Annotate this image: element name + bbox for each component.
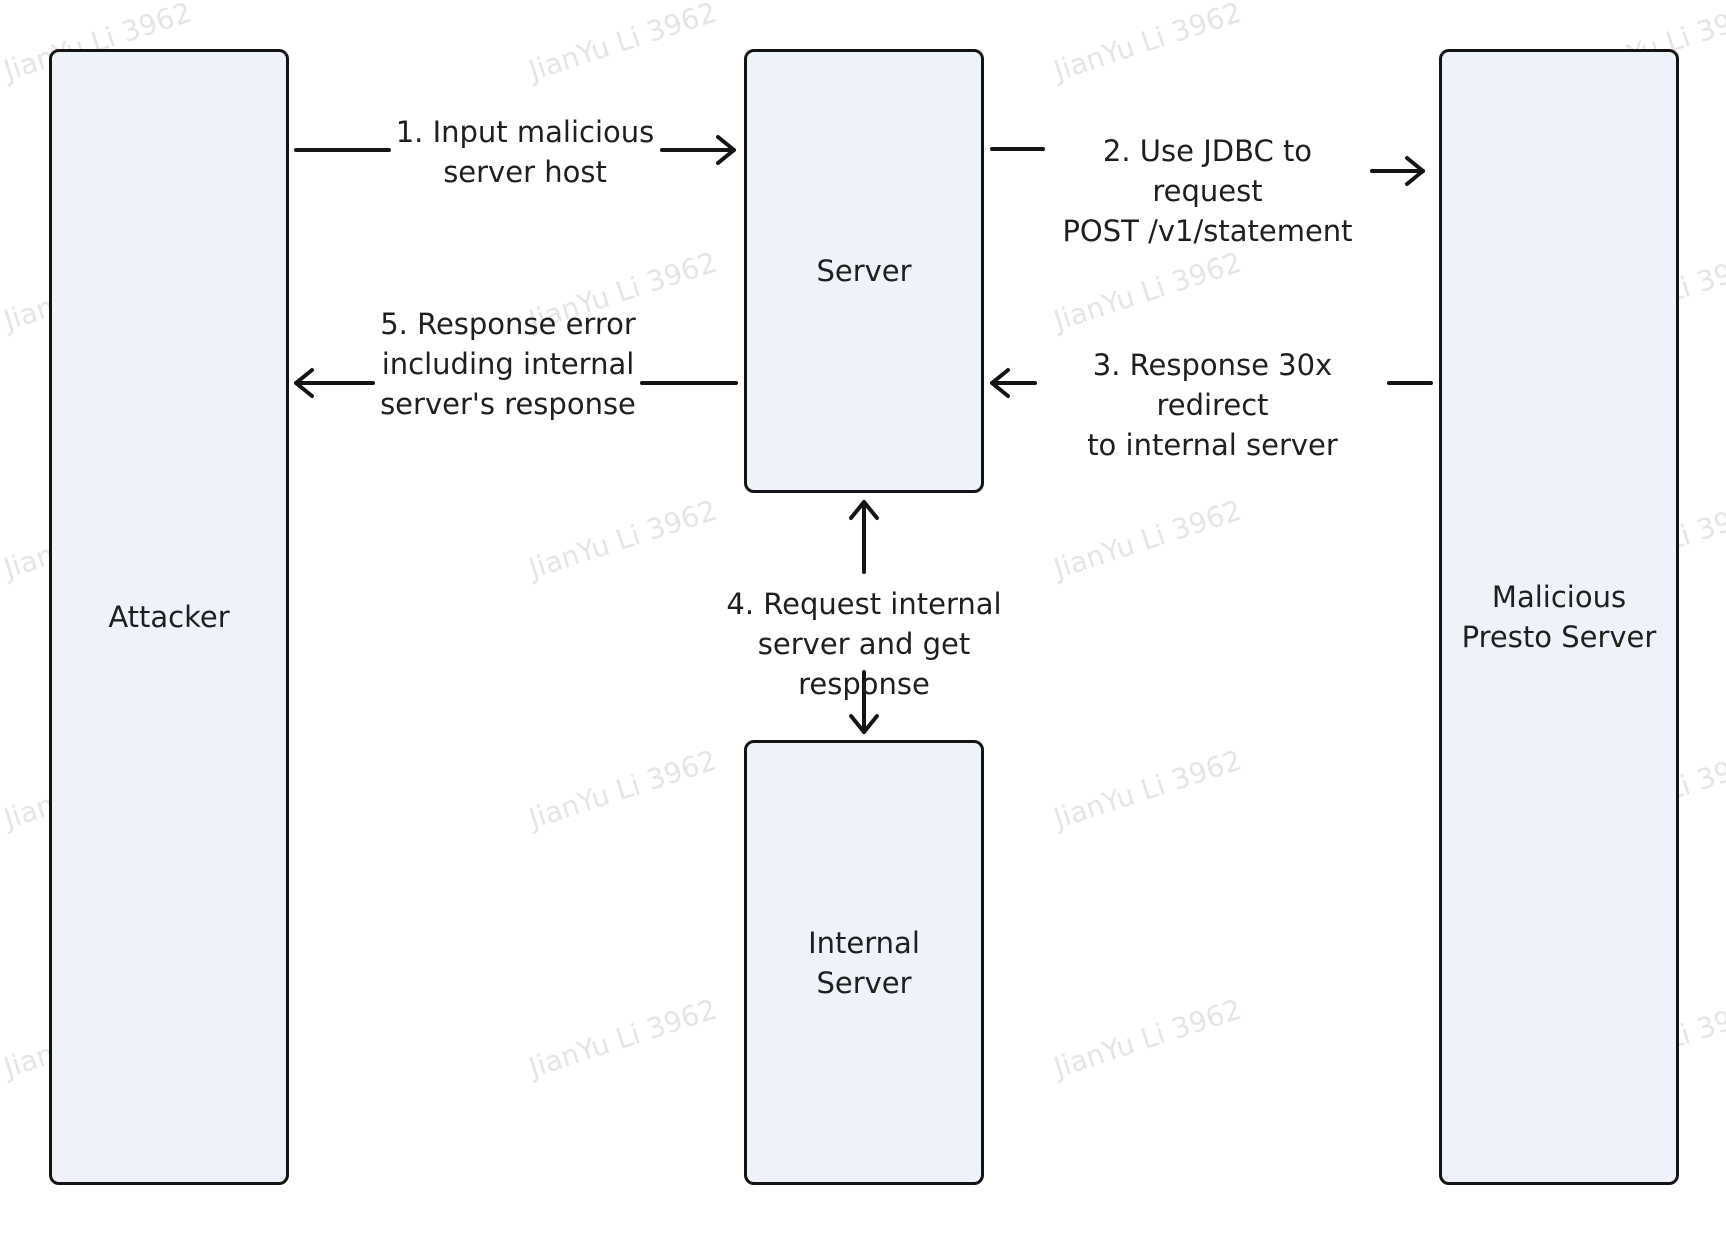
server-label: Server	[816, 254, 912, 288]
edge-step2	[990, 147, 1425, 186]
internal-server-label: Internal Server	[808, 925, 920, 1000]
edge-step5	[294, 368, 738, 398]
edge-step5-arrowhead	[294, 368, 314, 398]
edge-step4	[849, 500, 879, 734]
edge-step5-label: 5. Response error including internal ser…	[380, 307, 636, 421]
internal-server-node[interactable]: Internal Server	[744, 740, 984, 1185]
malicious-presto-server-node[interactable]: Malicious Presto Server	[1439, 49, 1679, 1185]
edge-step3-label: 3. Response 30x redirect to internal ser…	[1087, 348, 1338, 462]
attacker-node[interactable]: Attacker	[49, 49, 289, 1185]
edge-step3-arrowhead	[990, 368, 1010, 398]
edge-step1-arrowhead	[716, 135, 736, 165]
edge-step2-label: 2. Use JDBC to request POST /v1/statemen…	[1062, 134, 1353, 248]
attacker-label: Attacker	[108, 600, 230, 634]
malicious-presto-server-label: Malicious Presto Server	[1461, 580, 1657, 654]
edge-step4-label: 4. Request internal server and get respo…	[726, 587, 1002, 701]
edge-step3	[990, 368, 1433, 398]
server-node[interactable]: Server	[744, 49, 984, 493]
edge-step4-arrowhead-down	[849, 714, 879, 734]
edge-step2-arrowhead	[1405, 156, 1425, 186]
edge-step1-label: 1. Input malicious server host	[395, 115, 655, 189]
edge-step4-arrowhead-up	[849, 500, 879, 520]
edge-step1	[294, 135, 736, 165]
